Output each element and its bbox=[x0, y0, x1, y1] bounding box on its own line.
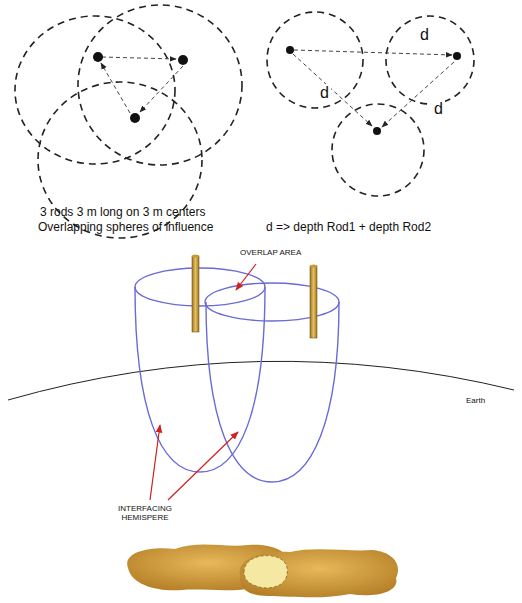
hemispheres bbox=[135, 268, 339, 482]
distance-label: d bbox=[418, 26, 431, 44]
caption-line: 3 rods 3 m long on 3 m centers bbox=[40, 206, 205, 220]
callout-label: OVERLAP AREA bbox=[240, 248, 301, 257]
sphere-circles bbox=[267, 12, 474, 196]
rod-dots bbox=[286, 46, 461, 135]
callout-label: Earth bbox=[466, 396, 485, 405]
overlap-blobs bbox=[127, 545, 398, 598]
ground-rods bbox=[192, 255, 317, 339]
distance-label: d bbox=[432, 100, 445, 118]
callout-label: INTERFACING HEMISPERE bbox=[110, 504, 180, 522]
distance-label: d bbox=[318, 84, 331, 102]
rod-dots bbox=[93, 52, 188, 123]
caption-line: d => depth Rod1 + depth Rod2 bbox=[266, 221, 431, 235]
sphere-circles bbox=[15, 5, 242, 238]
distance-arrows bbox=[293, 50, 454, 127]
rod-spacing-arrows bbox=[101, 57, 183, 113]
leader-arrows bbox=[150, 264, 256, 500]
caption-line: Overlapping spheres of influence bbox=[38, 221, 213, 235]
